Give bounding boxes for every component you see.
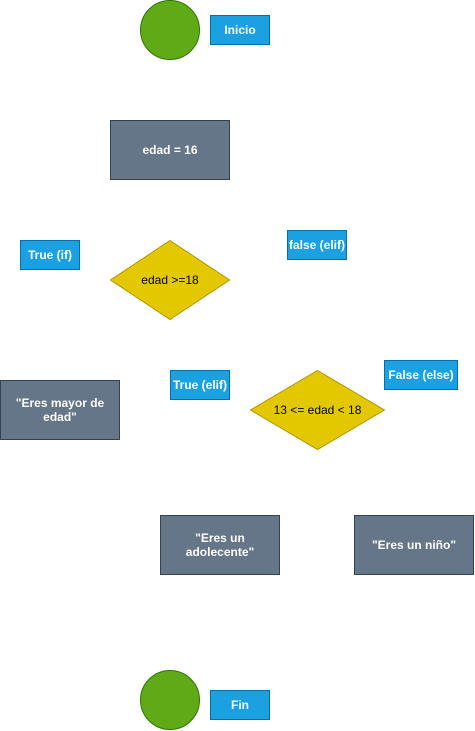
assign-process[interactable]: edad = 16 [110, 120, 230, 180]
decision-age-18-shape [109, 239, 231, 321]
decision-age-teen-text: 13 <= edad < 18 [273, 403, 362, 417]
output-adult[interactable]: "Eres mayor de edad" [0, 380, 120, 440]
start-terminal[interactable] [140, 0, 200, 60]
false-elif-label[interactable]: false (elif) [287, 230, 347, 260]
start-label[interactable]: Inicio [210, 15, 270, 45]
output-teen[interactable]: "Eres un adolecente" [160, 515, 280, 575]
true-elif-label[interactable]: True (elif) [170, 370, 230, 400]
decision-age-teen[interactable] [249, 369, 386, 451]
output-child[interactable]: "Eres un niño" [354, 515, 474, 575]
decision-age-18[interactable] [109, 239, 231, 321]
true-if-label[interactable]: True (if) [20, 240, 80, 270]
false-else-label[interactable]: False (else) [384, 360, 458, 390]
decision-age-teen-shape [249, 369, 386, 451]
end-label[interactable]: Fin [210, 690, 270, 720]
decision-age-18-text: edad >=18 [141, 273, 199, 287]
end-terminal[interactable] [140, 670, 200, 730]
